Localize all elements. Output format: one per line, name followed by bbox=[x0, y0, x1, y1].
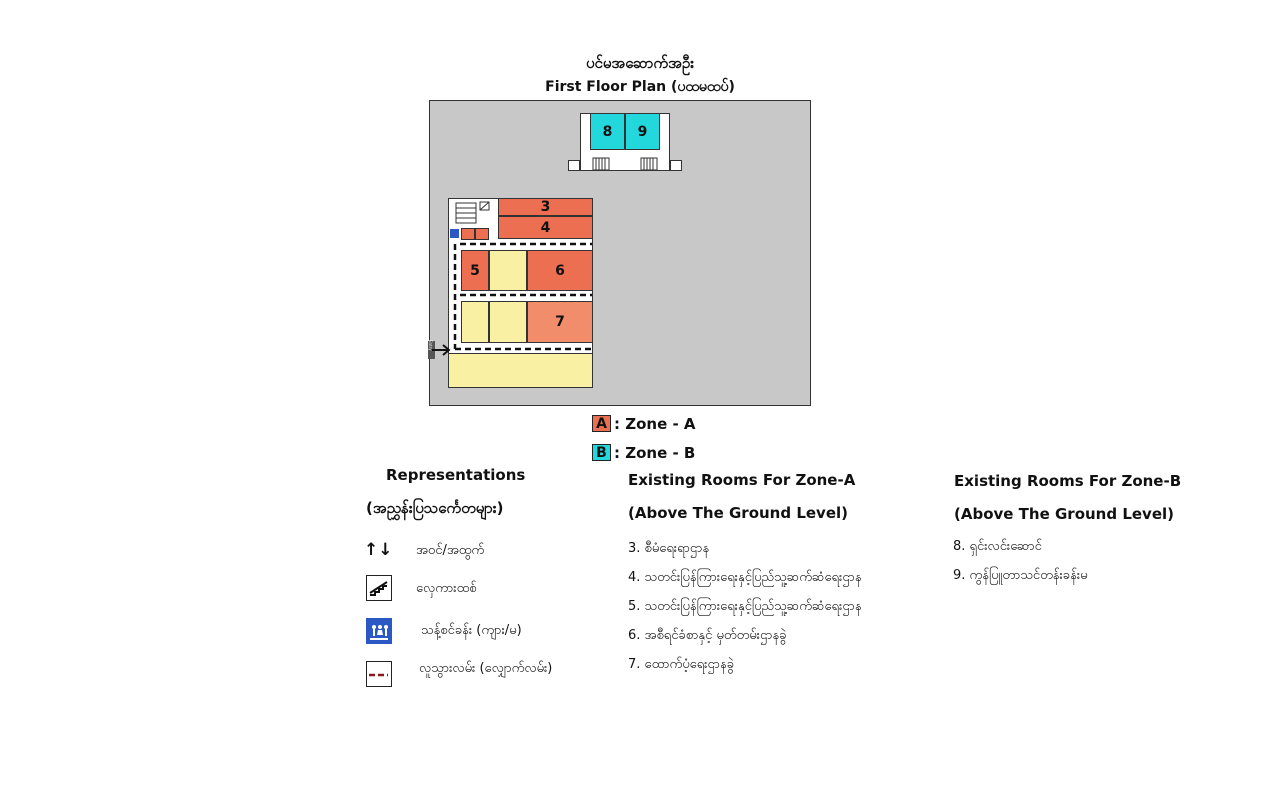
restroom-icon bbox=[366, 618, 392, 644]
entry-label: Entry bbox=[428, 340, 433, 351]
entry-marker bbox=[428, 341, 435, 359]
zone-b-label: : Zone - B bbox=[614, 444, 696, 462]
room-yellow-3 bbox=[489, 301, 527, 343]
zone-b-subtitle: (Above The Ground Level) bbox=[954, 505, 1174, 523]
lift-icon bbox=[449, 228, 460, 239]
rep-walkway-label: လူသွားလမ်း (လျှောက်လမ်း) bbox=[419, 661, 553, 676]
zone-b-swatch: B bbox=[592, 444, 611, 461]
walkway-icon bbox=[366, 661, 392, 687]
page-subtitle: First Floor Plan (ပထမထပ်) bbox=[545, 79, 735, 95]
room-7-label: 7 bbox=[555, 314, 565, 330]
stairs-icon bbox=[366, 575, 392, 601]
upper-building-wing-right bbox=[670, 160, 682, 171]
rep-stairs-label: လှေကားထစ် bbox=[416, 581, 477, 596]
room-8-label: 8 bbox=[602, 123, 613, 140]
zone-a-item: 7. ထောက်ပံ့ရေးဌာနခွဲ bbox=[628, 657, 735, 672]
room-5-label: 5 bbox=[470, 262, 480, 279]
small-room-b bbox=[475, 228, 489, 240]
zone-a-item: 3. စီမံရေးရာဌာန bbox=[628, 541, 710, 556]
room-3[interactable]: 3 bbox=[498, 198, 593, 216]
arrow-up-down-icon: ↑↓ bbox=[364, 540, 393, 560]
zone-a-subtitle: (Above The Ground Level) bbox=[628, 504, 848, 522]
zone-a-letter: A bbox=[596, 415, 607, 432]
zone-a-title: Existing Rooms For Zone-A bbox=[628, 471, 856, 489]
zone-a-item: 4. သတင်းပြန်ကြားရေးနှင့်ပြည်သူ့ဆက်ဆံရေးဌ… bbox=[628, 570, 862, 585]
zone-a-swatch: A bbox=[592, 415, 611, 432]
small-room-a bbox=[461, 228, 475, 240]
room-6[interactable]: 6 bbox=[527, 250, 593, 291]
stairs-main bbox=[455, 201, 490, 224]
room-6-label: 6 bbox=[555, 262, 565, 279]
zone-b-letter: B bbox=[596, 444, 607, 461]
room-9[interactable]: 9 bbox=[625, 113, 660, 150]
zone-a-label: : Zone - A bbox=[614, 415, 696, 433]
rep-entry-exit-label: အဝင်/အထွက် bbox=[416, 543, 485, 558]
room-4-label: 4 bbox=[540, 219, 551, 236]
room-yellow-bottom bbox=[448, 353, 593, 388]
zone-a-item: 6. အစီရင်ခံစာနှင့် မှတ်တမ်းဌာနခွဲ bbox=[628, 628, 787, 643]
representations-title: Representations bbox=[386, 466, 526, 484]
rep-restroom-label: သန့်စင်ခန်း (ကျား/မ) bbox=[421, 623, 522, 638]
room-8[interactable]: 8 bbox=[590, 113, 625, 150]
room-3-label: 3 bbox=[540, 199, 551, 215]
room-7[interactable]: 7 bbox=[527, 301, 593, 343]
page-title: ပင်မအဆောက်အဦး bbox=[585, 54, 695, 72]
representations-subtitle: (အညွှန်းပြသင်္ကေတများ) bbox=[366, 499, 504, 517]
room-5[interactable]: 5 bbox=[461, 250, 489, 291]
walkway-path bbox=[453, 242, 592, 351]
zone-b-item: 9. ကွန်ပြူတာသင်တန်းခန်းမ bbox=[953, 568, 1088, 583]
room-yellow-1 bbox=[489, 250, 527, 291]
zone-a-item: 5. သတင်းပြန်ကြားရေးနှင့်ပြည်သူ့ဆက်ဆံရေးဌ… bbox=[628, 599, 862, 614]
room-4[interactable]: 4 bbox=[498, 216, 593, 239]
room-yellow-2 bbox=[461, 301, 489, 343]
entry-arrow-icon bbox=[432, 344, 451, 356]
room-9-label: 9 bbox=[637, 123, 648, 140]
zone-b-title: Existing Rooms For Zone-B bbox=[954, 472, 1182, 490]
upper-building-wing-left bbox=[568, 160, 580, 171]
zone-b-item: 8. ရှင်းလင်းဆောင် bbox=[953, 539, 1042, 554]
upper-stairs bbox=[592, 157, 658, 171]
